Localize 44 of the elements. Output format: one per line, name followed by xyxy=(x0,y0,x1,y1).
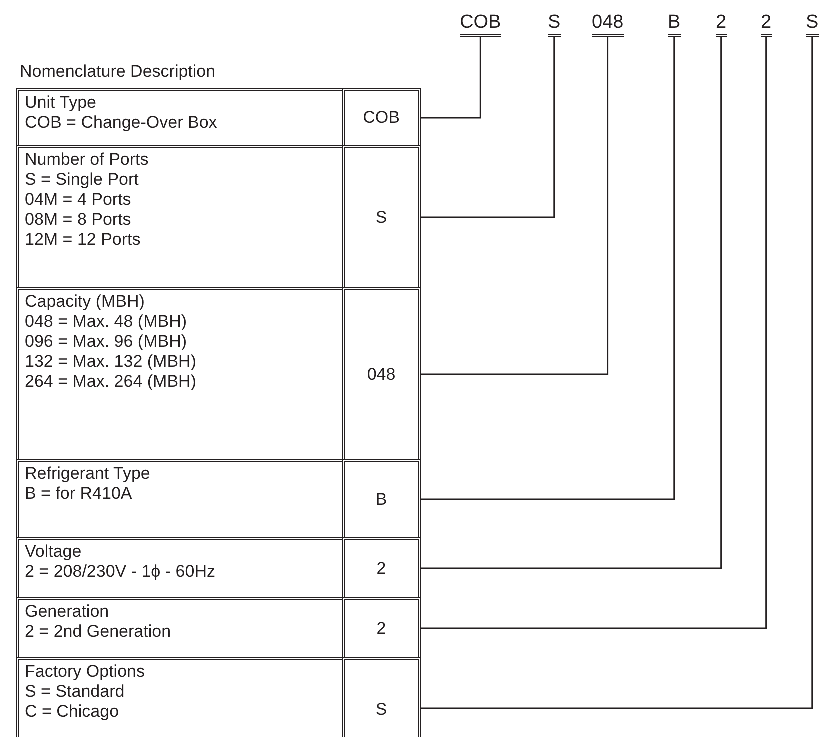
code-cell: S xyxy=(342,145,421,290)
code-segment: S xyxy=(548,12,561,37)
row-heading: Unit Type xyxy=(25,93,98,113)
code-segment: COB xyxy=(460,12,502,37)
row-heading: Number of Ports xyxy=(25,150,150,170)
row-heading: Capacity (MBH) xyxy=(25,292,146,312)
code-cell: S xyxy=(342,657,421,737)
option-text: 04M = 4 Ports xyxy=(25,190,132,210)
description-cell xyxy=(16,88,345,148)
code-segment: 048 xyxy=(592,12,624,37)
row-heading: Generation xyxy=(25,602,110,622)
option-text: COB = Change-Over Box xyxy=(25,113,218,133)
row-heading: Voltage xyxy=(25,542,83,562)
leader-line xyxy=(421,37,676,500)
leader-line xyxy=(421,37,722,570)
row-heading: Refrigerant Type xyxy=(25,464,152,484)
option-text: 12M = 12 Ports xyxy=(25,230,142,250)
option-text: S = Standard xyxy=(25,682,126,702)
leader-line xyxy=(421,37,556,218)
option-text: 2 = 2nd Generation xyxy=(25,622,172,642)
leader-line xyxy=(421,37,814,710)
leader-line xyxy=(421,37,482,119)
code-segment: 2 xyxy=(716,12,727,37)
option-text: 132 = Max. 132 (MBH) xyxy=(25,352,198,372)
code-segment: S xyxy=(806,12,819,37)
option-text: 048 = Max. 48 (MBH) xyxy=(25,312,188,332)
code-cell: 048 xyxy=(342,287,421,462)
leader-line xyxy=(421,37,767,630)
row-heading: Factory Options xyxy=(25,662,146,682)
code-segment: 2 xyxy=(761,12,772,37)
option-text: 096 = Max. 96 (MBH) xyxy=(25,332,188,352)
code-cell: 2 xyxy=(342,537,421,600)
option-text: 08M = 8 Ports xyxy=(25,210,132,230)
leader-line xyxy=(421,37,609,376)
option-text: 2 = 208/230V - 1ϕ - 60Hz xyxy=(25,562,216,582)
option-text: S = Single Port xyxy=(25,170,140,190)
table-heading: Nomenclature Description xyxy=(20,62,216,82)
code-cell: 2 xyxy=(342,597,421,660)
code-cell: COB xyxy=(342,88,421,148)
code-cell: B xyxy=(342,459,421,540)
option-text: B = for R410A xyxy=(25,484,134,504)
code-segment: B xyxy=(668,12,681,37)
option-text: C = Chicago xyxy=(25,702,120,722)
option-text: 264 = Max. 264 (MBH) xyxy=(25,372,198,392)
